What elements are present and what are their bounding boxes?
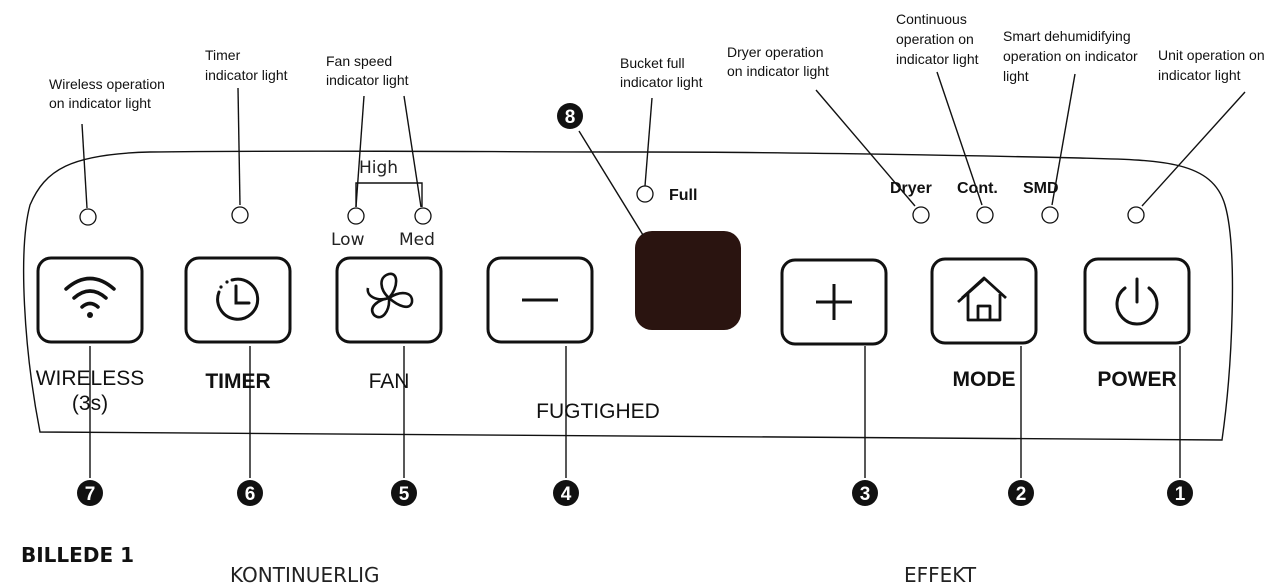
cont-label: Cont. [957, 180, 998, 197]
effect-footer-label: EFFEKT [904, 563, 977, 584]
wireless-indicator-light [79, 208, 97, 226]
svg-text:4: 4 [561, 484, 572, 505]
humidity-label: FUGTIGHED [536, 400, 660, 423]
svg-text:Timer: Timer [205, 47, 241, 63]
fan-button[interactable] [335, 256, 443, 344]
timer-indicator-light [231, 206, 249, 224]
svg-text:Continuous: Continuous [896, 11, 967, 27]
panel-outline [22, 150, 1234, 441]
callout-timer: Timer indicator light [205, 47, 288, 83]
marker-1: 1 [1167, 480, 1193, 506]
svg-text:3: 3 [860, 484, 871, 505]
svg-text:on indicator light: on indicator light [727, 63, 829, 79]
clock-icon [216, 277, 260, 321]
svg-text:indicator light: indicator light [1158, 67, 1241, 83]
fan-high-label: High [359, 158, 398, 178]
callout-wireless: Wireless operation on indicator light [49, 76, 165, 111]
marker-6: 6 [237, 480, 263, 506]
dryer-indicator-light [912, 206, 930, 224]
fan-med-indicator-light [414, 207, 432, 225]
leader-bucket [644, 97, 653, 187]
svg-text:operation on indicator: operation on indicator [1003, 48, 1138, 64]
full-label: Full [669, 187, 697, 204]
fan-low-indicator-light [347, 207, 365, 225]
marker-7: 7 [77, 480, 103, 506]
leader-unit [1141, 91, 1246, 207]
callout-smart-dehumidifying: Smart dehumidifying operation on indicat… [1003, 28, 1138, 84]
svg-text:Bucket full: Bucket full [620, 55, 685, 71]
callout-bucket-full: Bucket full indicator light [620, 55, 703, 90]
leader-fan-med [403, 95, 422, 208]
svg-text:Unit operation on: Unit operation on [1158, 47, 1265, 63]
humidity-plus-button[interactable] [780, 258, 888, 346]
leader-continuous [936, 71, 983, 206]
smd-label: SMD [1023, 180, 1059, 197]
svg-text:operation on: operation on [896, 31, 974, 47]
leader-fan-low [355, 95, 365, 208]
figure-label: BILLEDE 1 [21, 543, 134, 567]
svg-text:Dryer operation: Dryer operation [727, 44, 824, 60]
svg-text:2: 2 [1016, 484, 1027, 505]
svg-text:6: 6 [245, 484, 256, 505]
leader-dryer [815, 89, 916, 207]
fan-low-label: Low [331, 230, 365, 250]
svg-text:indicator light: indicator light [205, 67, 288, 83]
plus-icon [816, 284, 852, 320]
smd-indicator-light [1041, 206, 1059, 224]
fan-label: FAN [369, 370, 410, 393]
fan-med-label: Med [399, 230, 435, 250]
unit-operation-indicator-light [1127, 206, 1145, 224]
humidity-minus-button[interactable] [486, 256, 594, 344]
svg-text:on indicator light: on indicator light [49, 95, 151, 111]
svg-text:5: 5 [399, 484, 410, 505]
dryer-label: Dryer [890, 180, 932, 197]
timer-button[interactable] [184, 256, 292, 344]
marker-8: 8 [557, 103, 583, 129]
marker-2: 2 [1008, 480, 1034, 506]
wifi-icon [64, 276, 116, 318]
bucket-full-indicator-light [636, 185, 654, 203]
callout-dryer: Dryer operation on indicator light [727, 44, 829, 79]
mode-button[interactable] [930, 257, 1038, 345]
leader-timer [237, 87, 241, 206]
digital-display [635, 231, 741, 330]
marker-4: 4 [553, 480, 579, 506]
svg-text:indicator light: indicator light [896, 51, 979, 67]
power-button[interactable] [1083, 257, 1191, 345]
pointer-8 [578, 130, 644, 236]
mode-label: MODE [953, 368, 1016, 391]
svg-text:light: light [1003, 68, 1029, 84]
callout-fan-speed: Fan speed indicator light [326, 53, 409, 88]
continuous-footer-label: KONTINUERLIG [230, 563, 380, 584]
svg-text:indicator light: indicator light [620, 74, 703, 90]
home-icon [957, 276, 1007, 322]
fan-high-bracket [355, 182, 423, 207]
marker-3: 3 [852, 480, 878, 506]
continuous-indicator-light [976, 206, 994, 224]
marker-5: 5 [391, 480, 417, 506]
svg-text:1: 1 [1175, 484, 1186, 505]
leader-smart [1051, 73, 1076, 206]
leader-wireless [81, 123, 88, 209]
svg-text:indicator light: indicator light [326, 72, 409, 88]
wireless-button[interactable] [36, 256, 144, 344]
svg-text:Fan speed: Fan speed [326, 53, 392, 69]
svg-text:8: 8 [565, 107, 576, 128]
power-label: POWER [1097, 368, 1176, 391]
fan-icon [366, 272, 414, 319]
timer-label: TIMER [205, 370, 270, 393]
svg-text:Wireless operation: Wireless operation [49, 76, 165, 92]
callout-continuous: Continuous operation on indicator light [896, 11, 979, 67]
svg-text:Smart dehumidifying: Smart dehumidifying [1003, 28, 1131, 44]
svg-text:7: 7 [85, 484, 96, 505]
callout-unit-operation: Unit operation on indicator light [1158, 47, 1265, 83]
power-icon [1115, 277, 1159, 326]
